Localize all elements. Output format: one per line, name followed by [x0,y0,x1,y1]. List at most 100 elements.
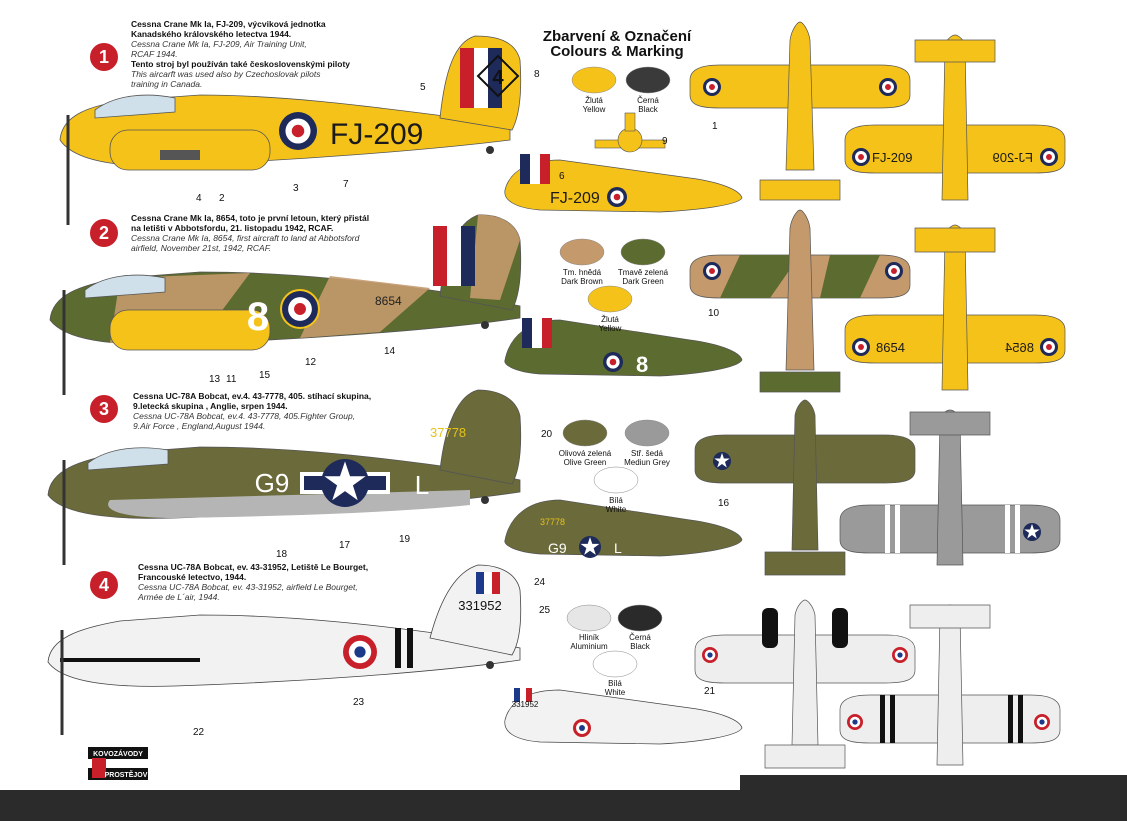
colour-chip-cz: Žlutá [601,315,619,324]
variant-desc-en: Cessna UC-78A Bobcat, ev.4. 43-7778, 405… [133,411,355,421]
rcaf-roundel [282,291,318,327]
variant-desc-en: Cessna Crane Mk Ia, 8654, first aircraft… [131,233,360,243]
variant-2-header: 2 Cessna Crane Mk Ia, 8654, toto je prvn… [88,213,369,253]
colour-chip-en: Olive Green [564,458,607,467]
code-marking: 8 [247,295,269,339]
serial-marking: FJ-209 [330,118,423,151]
colour-chip-cz: Tmavě zelená [618,268,669,277]
colour-chip-en: Dark Green [622,277,663,286]
callout-number: 18 [276,549,288,560]
colour-chip [571,66,617,94]
variant-desc-cz: Cessna Crane Mk Ia, FJ-209, výcviková je… [131,19,326,29]
kovozavody-logo: KOVOZÁVODY PROSTĚJOV [88,747,148,780]
colour-chip [593,466,639,494]
colour-chip-en: Yellow [583,105,606,114]
callout-number: 1 [712,121,718,132]
usaaf-star [1023,523,1041,541]
variant-desc-en: Cessna UC-78A Bobcat, ev. 43-31952, airf… [138,582,358,592]
variant-4-header: 4 Cessna UC-78A Bobcat, ev. 43-31952, Le… [88,562,368,602]
callout-number: 2 [219,193,225,204]
serial-marking: 37778 [430,425,466,440]
plan-view-3-top [694,399,916,576]
serial-marking: 37778 [540,517,565,527]
rcaf-roundel [852,148,870,166]
usaaf-star [713,452,731,470]
variant-desc-cz: Cessna Crane Mk Ia, 8654, toto je první … [131,213,369,223]
colour-chip-cz: Hliník [579,633,600,642]
code-marking: G9 [255,468,290,498]
callout-number: 22 [193,727,205,738]
colour-chip-cz: Černá [629,633,651,642]
colour-chip [562,419,608,447]
colour-chip [625,66,671,94]
plan-view-4-top [694,599,916,769]
plan-view-1-top [689,21,911,201]
callout-number: 3 [293,183,299,194]
callouts: 1 2 3 4 5 6 7 8 9 10 11 12 13 14 15 16 1… [193,69,730,738]
variant-desc-en: Armée de L´air, 1944. [137,592,220,602]
code-marking: L [614,540,622,556]
usaaf-star [579,536,601,558]
heading-en: Colours & Marking [550,43,683,60]
colour-chip-cz: Bílá [609,496,623,505]
french-roundel [343,635,377,669]
callout-number: 13 [209,374,221,385]
colour-chip [620,238,666,266]
colour-chip-en: White [605,688,626,697]
colour-chip [624,419,670,447]
serial-marking: 8654 [876,340,905,355]
colour-chip [617,604,663,632]
colour-chip-cz: Stř. šedá [631,449,664,458]
variant-desc-en: 9.Air Force , England,August 1944. [133,421,265,431]
serial-marking: FJ-209 [550,190,600,207]
french-roundel [892,647,908,663]
usaaf-star [321,459,369,507]
serial-marking-reversed: FJ-209 [993,150,1033,165]
serial-marking: 331952 [458,598,501,613]
rcaf-roundel [607,187,627,207]
rcaf-roundel [703,262,721,280]
rcaf-roundel [1040,148,1058,166]
variant-number: 3 [99,399,109,419]
small-side-1: FJ-209 [504,154,743,213]
variant-desc-en: Cessna Crane Mk Ia, FJ-209, Air Training… [131,39,307,49]
variant-number: 1 [99,47,109,67]
colour-chips: Žlutá Yellow Černá Black Tm. hnědá Dark … [559,66,671,697]
callout-number: 19 [399,534,411,545]
variant-desc-cz: Cessna UC-78A Bobcat, ev. 43-31952, Leti… [138,562,368,572]
colour-chip-en: Yellow [599,324,622,333]
variant-3-header: 3 Cessna UC-78A Bobcat, ev.4. 43-7778, 4… [88,391,371,431]
side-view-2: 8 8654 [49,214,522,395]
code-marking: 4 [492,67,504,89]
variant-desc-cz: Kanadského královského letectva 1944. [131,29,291,39]
serial-marking-reversed: 8654 [1005,340,1034,355]
plan-view-2-bottom: 8654 8654 [844,224,1066,391]
plan-view-3-bottom [839,409,1061,566]
callout-number: 25 [539,605,551,616]
colour-chip [587,285,633,313]
small-side-3: 37778 G9 L [504,499,743,558]
front-view [594,112,666,153]
colour-chip-cz: Tm. hnědá [563,268,602,277]
side-view-1: 4 FJ-209 [59,35,522,225]
variant-desc-cz: 9.letecká skupina , Anglie, srpen 1944. [133,401,288,411]
rcaf-roundel [852,338,870,356]
callout-number: 24 [534,577,546,588]
french-roundel [847,714,863,730]
logo-text-top: KOVOZÁVODY [93,749,143,758]
variant-number: 4 [99,575,109,595]
colour-chip-en: Aluminium [570,642,608,651]
serial-marking: FJ-209 [872,150,912,165]
callout-number: 9 [662,136,668,147]
colour-chip-en: Black [638,105,659,114]
code-marking: G9 [548,540,567,556]
callout-number: 6 [559,171,565,182]
small-side-4: 331952 [504,688,743,745]
variant-desc-en: This aircarft was used also by Czechoslo… [131,69,321,79]
variant-desc-en: airfield, November 21st, 1942, RCAF. [131,243,271,253]
code-marking: L [415,470,429,500]
callout-number: 14 [384,346,396,357]
colour-chip-cz: Olivová zelená [559,449,612,458]
variant-badge [88,393,120,425]
